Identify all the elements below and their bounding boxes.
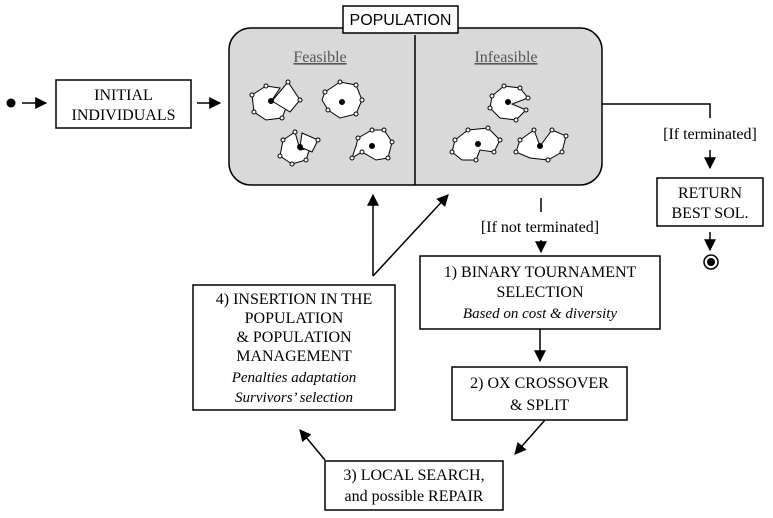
insertion-to-infeasible-arrow (372, 194, 449, 277)
step2-to-step3-arrow (514, 419, 546, 455)
initial-line1: INITIAL (94, 87, 153, 104)
return-line1: RETURN (678, 185, 742, 202)
step1-line3: Based on cost & diversity (463, 306, 617, 322)
step4-line2: POPULATION (245, 310, 344, 327)
step1-binary-tournament-box: 1) BINARY TOURNAMENT SELECTION Based on … (419, 255, 661, 330)
not-terminated-condition: [If not terminated] (481, 219, 599, 236)
feasible-solution-icon (349, 127, 395, 161)
infeasible-solution-icon (513, 127, 569, 163)
step4-insertion-box: 4) INSERTION IN THE POPULATION & POPULAT… (192, 284, 396, 411)
population-title: POPULATION (350, 12, 452, 29)
feasible-solution-icon (249, 79, 303, 121)
step4-line1: 4) INSERTION IN THE (216, 291, 373, 308)
initial-individuals-box: INITIAL INDIVIDUALS (55, 79, 192, 129)
step2-ox-crossover-box: 2) OX CROSSOVER & SPLIT (451, 366, 628, 421)
step4-line4: MANAGEMENT (236, 348, 352, 365)
feasible-label: Feasible (293, 49, 346, 66)
step4-line6: Survivors’ selection (235, 390, 353, 406)
step3-line2: and possible REPAIR (345, 488, 484, 505)
terminated-connector (602, 103, 711, 118)
infeasible-solution-icon (449, 125, 503, 163)
step4-line5: Penalties adaptation (231, 370, 357, 386)
population-title-box (342, 5, 459, 34)
population-box: POPULATION Feasible Infeasible (228, 5, 603, 186)
terminated-condition: [If terminated] (663, 126, 757, 143)
step1-line1: 1) BINARY TOURNAMENT (444, 264, 637, 281)
feasible-solution-icon (321, 79, 365, 119)
step4-line3: & POPULATION (236, 329, 352, 346)
start-node (6, 98, 16, 108)
return-line2: BEST SOL. (671, 205, 748, 222)
step2-line2: & SPLIT (510, 397, 569, 414)
initial-line2: INDIVIDUALS (72, 107, 176, 124)
end-node (703, 254, 719, 270)
infeasible-label: Infeasible (474, 49, 537, 66)
step3-local-search-box: 3) LOCAL SEARCH, and possible REPAIR (324, 460, 504, 511)
step2-line1: 2) OX CROSSOVER (470, 375, 609, 392)
feasible-solution-icon (277, 129, 321, 167)
return-best-solution-box: RETURN BEST SOL. (656, 177, 764, 227)
step1-line2: SELECTION (496, 284, 584, 301)
infeasible-solution-icon (487, 83, 531, 123)
step3-line1: 3) LOCAL SEARCH, (343, 467, 484, 484)
step3-to-step4-arrow (299, 429, 326, 461)
